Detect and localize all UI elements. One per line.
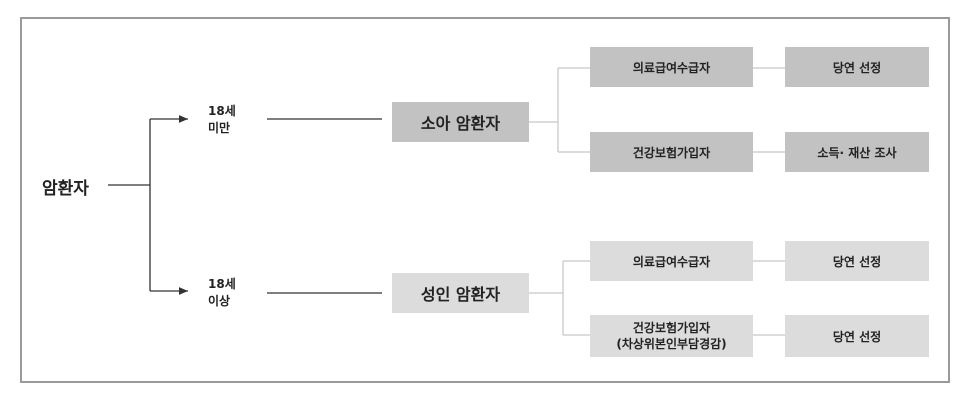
adult-patient-box: 성인 암환자 bbox=[392, 273, 529, 313]
root-label: 암환자 bbox=[42, 179, 89, 199]
adult-result-auto-selected: 당연 선정 bbox=[785, 241, 929, 281]
adult-category-medical-aid: 의료급여수급자 bbox=[590, 241, 753, 281]
age-label-under-18: 18세 미만 bbox=[208, 103, 236, 137]
age-value: 18세 bbox=[208, 277, 236, 291]
child-category-medical-aid: 의료급여수급자 bbox=[590, 47, 753, 87]
age-label-over-18: 18세 이상 bbox=[208, 276, 236, 310]
adult-result-auto-selected-2: 당연 선정 bbox=[785, 315, 929, 357]
child-result-income-assets-review: 소득· 재산 조사 bbox=[785, 132, 929, 172]
age-value: 18세 bbox=[208, 104, 236, 118]
child-result-auto-selected: 당연 선정 bbox=[785, 47, 929, 87]
age-qualifier: 이상 bbox=[208, 294, 231, 308]
adult-category-health-insurance: 건강보험가입자 (차상위본인부담경감) bbox=[590, 315, 753, 357]
child-patient-box: 소아 암환자 bbox=[392, 102, 529, 142]
age-qualifier: 미만 bbox=[208, 121, 231, 135]
category-label: 건강보험가입자 bbox=[632, 321, 711, 335]
category-note: (차상위본인부담경감) bbox=[616, 337, 727, 351]
child-category-health-insurance: 건강보험가입자 bbox=[590, 132, 753, 172]
